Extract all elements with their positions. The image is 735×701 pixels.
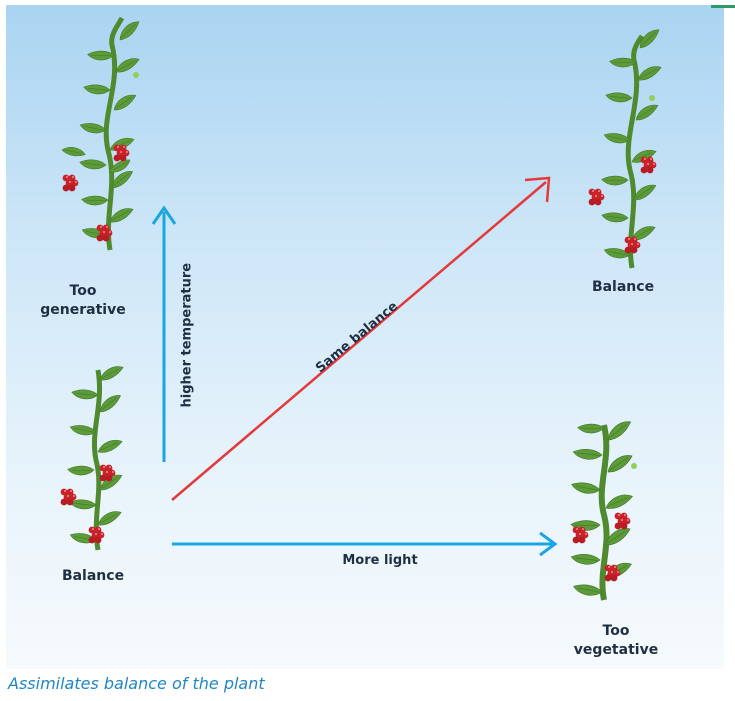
label-too-generative: Too generative — [38, 282, 128, 320]
plant-too-generative — [61, 18, 142, 250]
label-too-generative-line1: Too — [38, 282, 128, 301]
plant-balance-left — [61, 364, 126, 550]
plant-too-vegetative — [570, 419, 637, 600]
figure-caption: Assimilates balance of the plant — [8, 674, 265, 693]
label-too-vegetative-line2: vegetative — [566, 641, 666, 660]
label-more-light: More light — [325, 553, 435, 568]
label-balance-right: Balance — [578, 278, 668, 297]
arrow-right-more-light — [172, 533, 555, 555]
label-too-vegetative-line1: Too — [566, 622, 666, 641]
arrow-up-higher-temperature — [153, 208, 175, 462]
label-too-generative-line2: generative — [38, 301, 128, 320]
label-too-vegetative: Too vegetative — [566, 622, 666, 660]
label-higher-temperature: higher temperature — [180, 268, 195, 408]
label-balance-left: Balance — [48, 567, 138, 586]
plant-balance-right — [589, 27, 664, 268]
